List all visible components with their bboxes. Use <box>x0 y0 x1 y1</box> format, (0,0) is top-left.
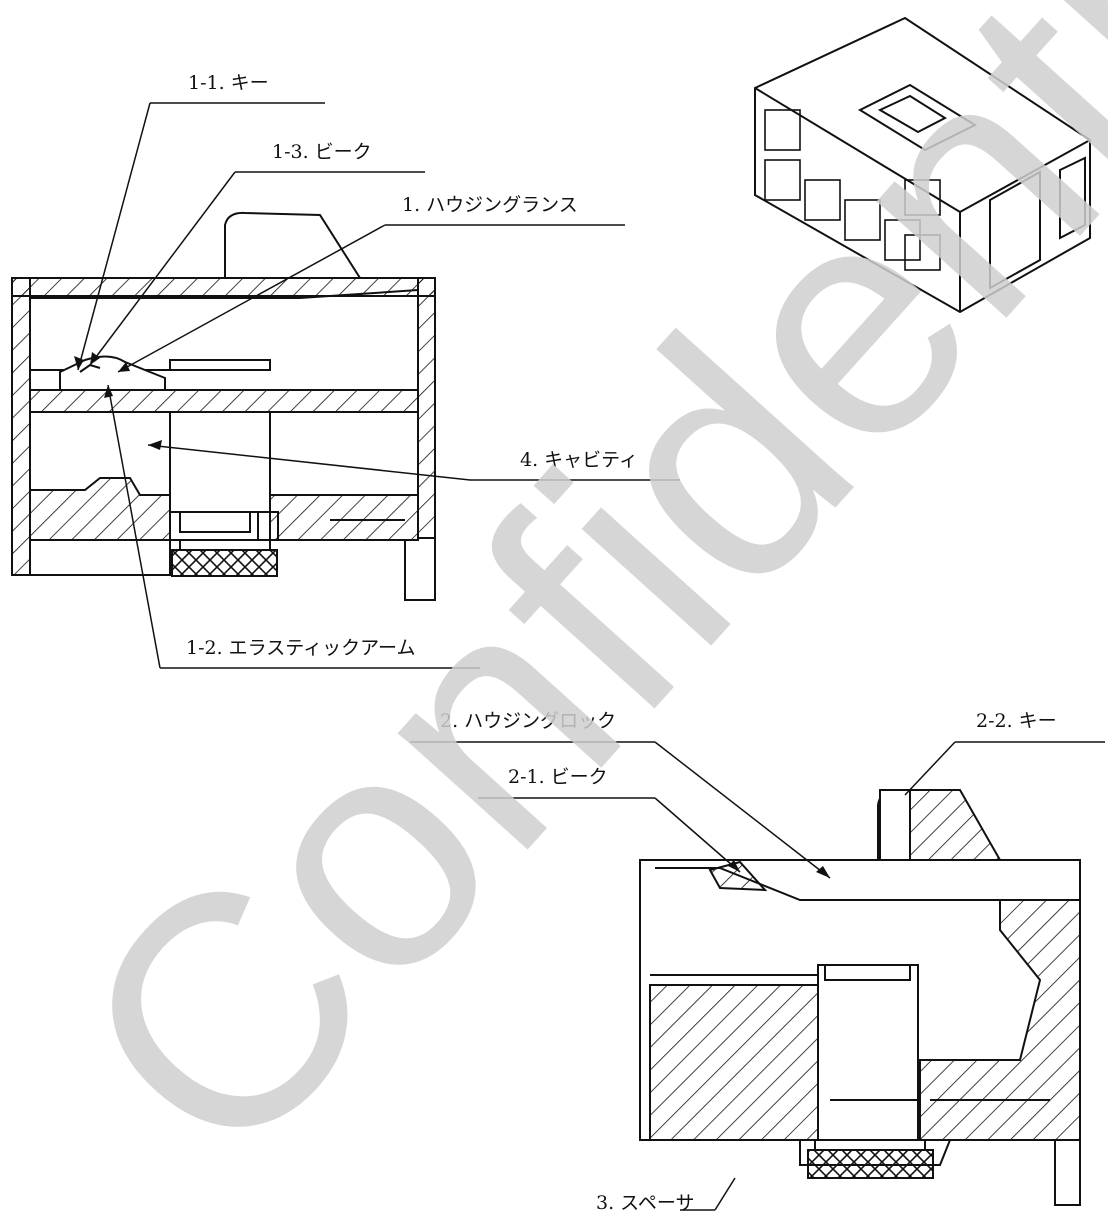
label-housing-lance: 1. ハウジングランス <box>402 194 578 216</box>
label-key-1-1: 1-1. キー <box>188 72 269 94</box>
upper-section-view <box>11 211 436 601</box>
lower-section-view <box>639 789 1081 1206</box>
label-housing-lock: 2. ハウジングロック <box>440 710 617 732</box>
label-cavity: 4. キャビティ <box>520 449 639 471</box>
label-beak-1-3: 1-3. ビーク <box>272 141 372 163</box>
isometric-connector-view <box>754 16 1091 314</box>
label-beak-2-1: 2-1. ビーク <box>508 766 608 788</box>
label-spacer: 3. スペーサ <box>596 1192 695 1214</box>
leader-lines <box>77 102 1105 1211</box>
label-elastic-arm: 1-2. エラスティックアーム <box>186 637 416 659</box>
label-key-2-2: 2-2. キー <box>976 710 1057 732</box>
